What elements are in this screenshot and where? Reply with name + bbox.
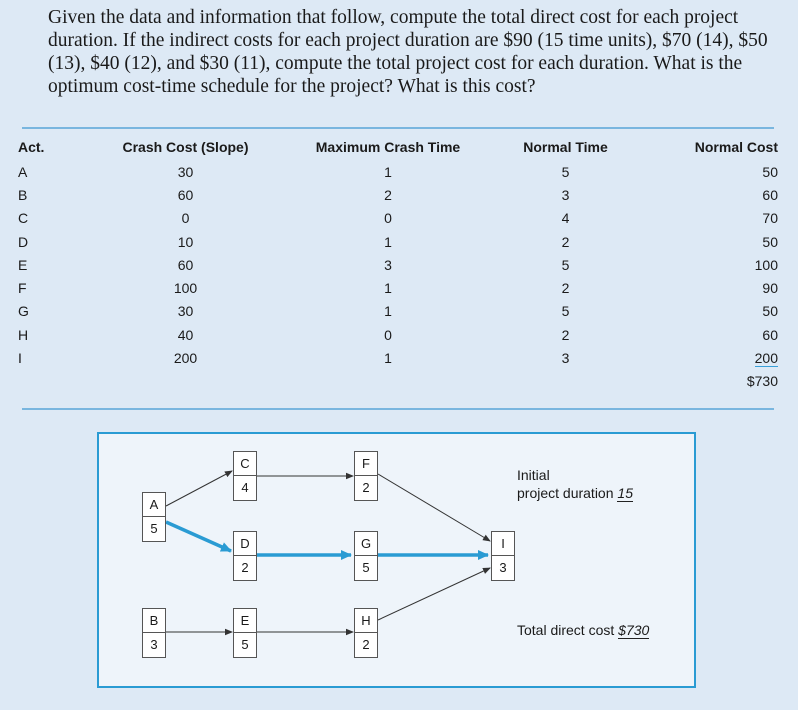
table-bottom-rule: [22, 408, 774, 410]
cell-normal-cost: 50: [762, 303, 778, 320]
last-normal-cost: 200: [754, 350, 778, 368]
cell-crash-cost: 40: [177, 326, 194, 343]
initial-duration-annotation: Initial project duration 15: [517, 466, 633, 502]
problem-statement: Given the data and information that foll…: [48, 7, 768, 97]
cell-crash-cost: 30: [177, 303, 194, 320]
arrow-a-d: [165, 520, 232, 553]
table-row: B 60 2 3 60: [18, 183, 778, 206]
cell-activity: E: [18, 256, 28, 273]
cell-crash-cost: 60: [177, 256, 194, 273]
table-row: G 30 1 5 50: [18, 300, 778, 323]
table-row: A 30 1 5 50: [18, 160, 778, 183]
col-header-crash-cost: Crash Cost (Slope): [122, 139, 249, 155]
cell-activity: D: [18, 233, 29, 250]
cell-normal-time: 2: [561, 326, 570, 343]
table-row: I 200 1 3 200: [18, 346, 778, 369]
table-header-row: Act. Crash Cost (Slope) Maximum Crash Ti…: [18, 134, 778, 160]
duration-label: project duration: [517, 485, 614, 501]
col-header-activity: Act.: [18, 139, 45, 155]
cell-crash-cost: 30: [177, 163, 194, 180]
col-header-max-crash-time: Maximum Crash Time: [315, 139, 461, 155]
cost-value: $730: [618, 622, 650, 639]
cell-normal-time: 3: [561, 186, 570, 203]
total-direct-cost-annotation: Total direct cost $730: [517, 621, 650, 639]
cell-normal-time: 3: [561, 350, 570, 367]
activity-table: Act. Crash Cost (Slope) Maximum Crash Ti…: [18, 134, 778, 393]
cell-activity: F: [18, 280, 27, 297]
cell-crash-cost: 0: [181, 210, 190, 227]
cell-max-crash-time: 1: [384, 163, 392, 180]
cell-normal-cost: 90: [762, 280, 778, 297]
table-row: E 60 3 5 100: [18, 253, 778, 276]
cell-crash-cost: 100: [173, 280, 198, 297]
cell-max-crash-time: 1: [384, 350, 392, 367]
cell-max-crash-time: 0: [384, 210, 392, 227]
arrow-h-i: [377, 567, 491, 621]
cell-normal-cost: 50: [762, 233, 778, 250]
cell-normal-time: 2: [561, 233, 570, 250]
cell-normal-cost: 50: [762, 163, 778, 180]
cell-normal-time: 4: [561, 210, 570, 227]
cell-normal-time: 5: [561, 256, 570, 273]
cell-normal-time: 2: [561, 280, 570, 297]
cell-activity: C: [18, 210, 29, 227]
cell-max-crash-time: 2: [384, 186, 392, 203]
cell-max-crash-time: 3: [384, 256, 392, 273]
cell-activity: G: [18, 303, 29, 320]
cell-normal-cost: 100: [754, 256, 778, 273]
arrow-f-i: [377, 473, 491, 542]
col-header-normal-cost: Normal Cost: [694, 139, 778, 155]
cell-max-crash-time: 1: [384, 303, 392, 320]
cell-max-crash-time: 1: [384, 280, 392, 297]
cell-activity: A: [18, 163, 28, 180]
arrow-a-c: [165, 470, 233, 507]
cell-crash-cost: 200: [173, 350, 198, 367]
total-row: $730: [18, 370, 778, 393]
cell-activity: I: [18, 350, 22, 367]
cell-normal-time: 5: [561, 163, 570, 180]
table-row: D 10 1 2 50: [18, 230, 778, 253]
cell-max-crash-time: 0: [384, 326, 392, 343]
table-top-rule: [22, 127, 774, 129]
duration-value: 15: [617, 485, 633, 502]
cell-activity: H: [18, 326, 29, 343]
table-row: H 40 0 2 60: [18, 323, 778, 346]
table-row: F 100 1 2 90: [18, 276, 778, 299]
cell-normal-cost: 60: [762, 326, 778, 343]
cost-label: Total direct cost: [517, 622, 615, 638]
normal-cost-total: $730: [746, 373, 778, 390]
cell-normal-time: 5: [561, 303, 570, 320]
cell-crash-cost: 60: [177, 186, 194, 203]
cell-normal-cost: 70: [762, 210, 778, 227]
cell-normal-cost: 200: [648, 346, 778, 369]
network-arrows: [165, 470, 491, 636]
table-row: C 0 0 4 70: [18, 207, 778, 230]
cell-normal-cost: 60: [762, 186, 778, 203]
cell-crash-cost: 10: [177, 233, 194, 250]
initial-label: Initial: [517, 467, 550, 483]
cell-activity: B: [18, 186, 28, 203]
col-header-normal-time: Normal Time: [523, 139, 608, 155]
cell-max-crash-time: 1: [384, 233, 392, 250]
